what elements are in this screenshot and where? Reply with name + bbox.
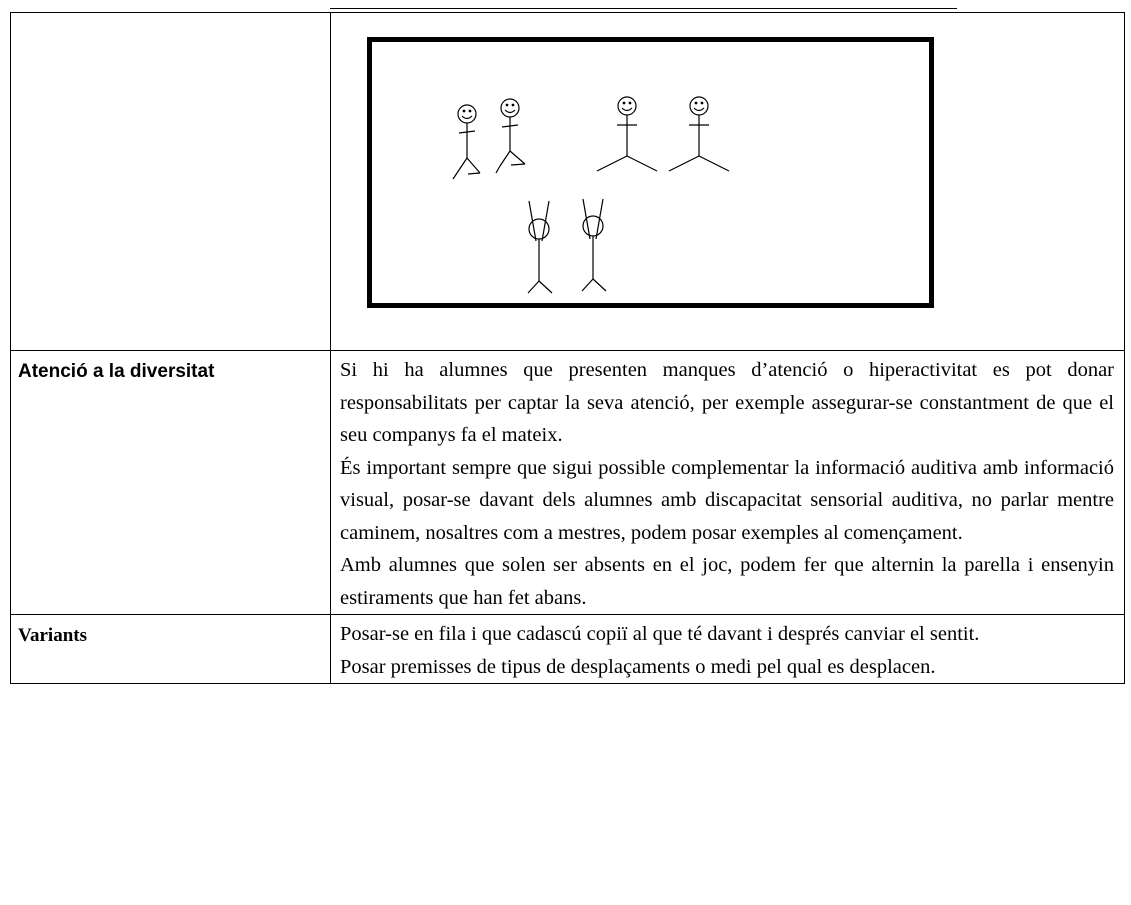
diversity-label: Atenció a la diversitat [18,361,215,382]
diversity-paragraph-3: Amb alumnes que solen ser absents en el … [340,554,1114,609]
activity-table: Atenció a la diversitat Si hi ha alumnes… [10,12,1125,684]
figure-row-label [11,13,330,23]
variants-label: Variants [18,625,87,646]
arms-up-figure-1 [527,200,553,294]
diversity-label-cell: Atenció a la diversitat [10,350,331,615]
figure-row [10,12,1125,351]
variants-paragraph-1: Posar-se en fila i que cadascú copiï al … [340,623,980,645]
standing-figure-2 [668,96,730,172]
variants-paragraph-2: Posar premisses de tipus de desplaçament… [340,655,936,678]
diversity-row: Atenció a la diversitat Si hi ha alumnes… [10,350,1125,615]
top-rule [330,8,957,9]
variants-label-cell: Variants [10,614,331,684]
variants-content-cell: Posar-se en fila i que cadascú copiï al … [330,614,1125,684]
sitting-figure-1 [452,104,481,180]
figure-row-label-cell [10,12,331,351]
activity-diagram-frame [367,37,934,308]
arms-up-figure-2 [581,198,607,292]
stick-figures-diagram [452,96,730,294]
diversity-content: Si hi ha alumnes que presenten manques d… [331,351,1124,614]
diversity-paragraph-2: És important sempre que sigui possible c… [340,456,1114,544]
diversity-content-cell: Si hi ha alumnes que presenten manques d… [330,350,1125,615]
standing-figure-1 [596,96,658,172]
diversity-paragraph-1: Si hi ha alumnes que presenten manques d… [340,359,1114,446]
variants-row: Variants Posar-se en fila i que cadascú … [10,614,1125,684]
variants-content: Posar-se en fila i que cadascú copiï al … [331,615,1124,683]
sitting-figure-2 [495,98,526,174]
figure-cell [330,12,1125,351]
